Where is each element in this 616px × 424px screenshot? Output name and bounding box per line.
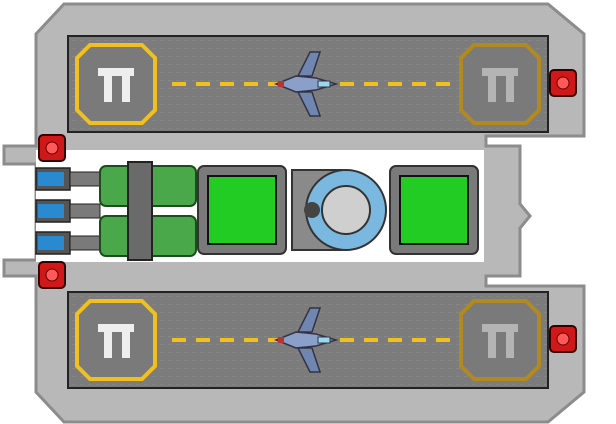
launch-pad[interactable] xyxy=(75,43,157,125)
launch-pad[interactable] xyxy=(75,299,157,381)
thruster-icon[interactable] xyxy=(35,231,101,255)
alarm-light-icon[interactable] xyxy=(38,261,66,289)
engine-block xyxy=(35,161,197,261)
landing-pad[interactable] xyxy=(459,299,541,381)
lower-hangar xyxy=(67,291,549,389)
fighter-ship-icon[interactable] xyxy=(273,51,339,117)
alarm-light-icon[interactable] xyxy=(549,325,577,353)
thruster-icon[interactable] xyxy=(35,199,101,223)
fighter-ship-icon[interactable] xyxy=(273,307,339,373)
engine-fuel-tanks[interactable] xyxy=(99,161,197,261)
landing-pad[interactable] xyxy=(459,43,541,125)
reactor-icon[interactable] xyxy=(291,169,387,251)
cargo-crate-icon[interactable] xyxy=(389,165,479,255)
cargo-crate-icon[interactable] xyxy=(197,165,287,255)
upper-hangar xyxy=(67,35,549,133)
alarm-light-icon[interactable] xyxy=(38,134,66,162)
alarm-light-icon[interactable] xyxy=(549,69,577,97)
